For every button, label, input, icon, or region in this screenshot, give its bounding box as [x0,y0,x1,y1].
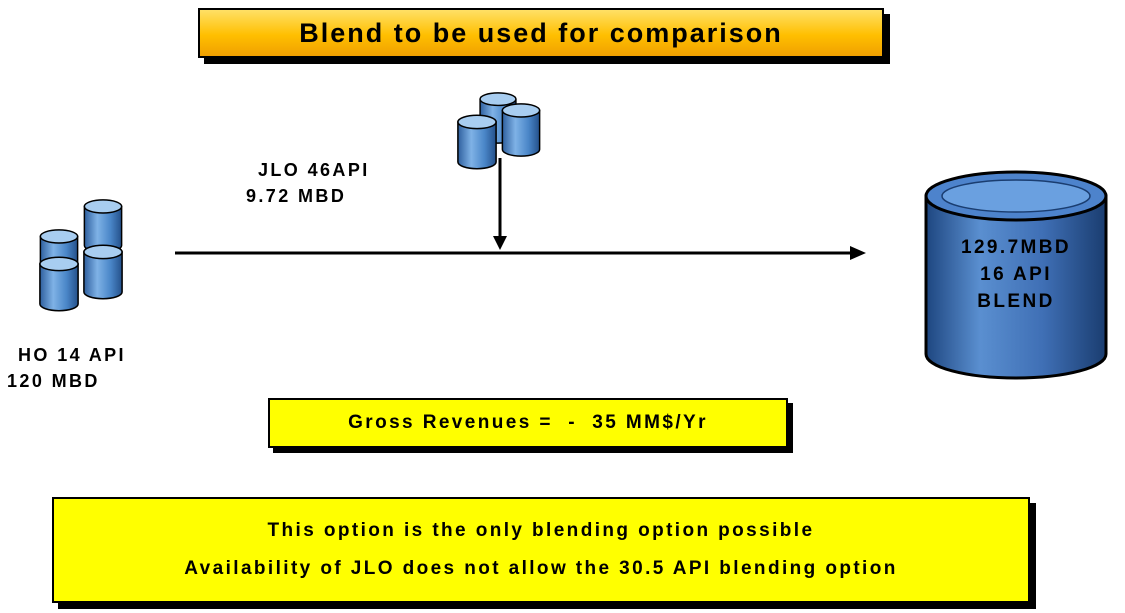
blend-tank-label: 129.7MBD 16 API BLEND [928,234,1104,315]
jlo-label-rate: 9.72 MBD [246,186,347,206]
main-flow-arrow [175,246,866,260]
jlo-feed-arrow [493,158,507,250]
ho-barrels-icon [39,199,123,312]
ho-label-rate: 120 MBD [7,371,100,391]
jlo-barrels-icon [457,92,541,170]
ho-label-name: HO 14 API [18,345,126,365]
jlo-label-name: JLO 46API [258,160,370,180]
diagram-title: Blend to be used for comparison [198,8,884,58]
blend-api: 16 API [980,264,1052,285]
note-box: This option is the only blending option … [52,497,1030,603]
blend-rate: 129.7MBD [960,237,1072,258]
blend-tank-icon [924,170,1108,380]
gross-revenue-text: Gross Revenues = - 35 MM$/Yr [348,412,708,433]
blend-word: BLEND [977,291,1055,312]
note-line-1: This option is the only blending option … [267,520,815,541]
gross-revenue-box: Gross Revenues = - 35 MM$/Yr [268,398,788,448]
note-line-2: Availability of JLO does not allow the 3… [184,558,898,579]
